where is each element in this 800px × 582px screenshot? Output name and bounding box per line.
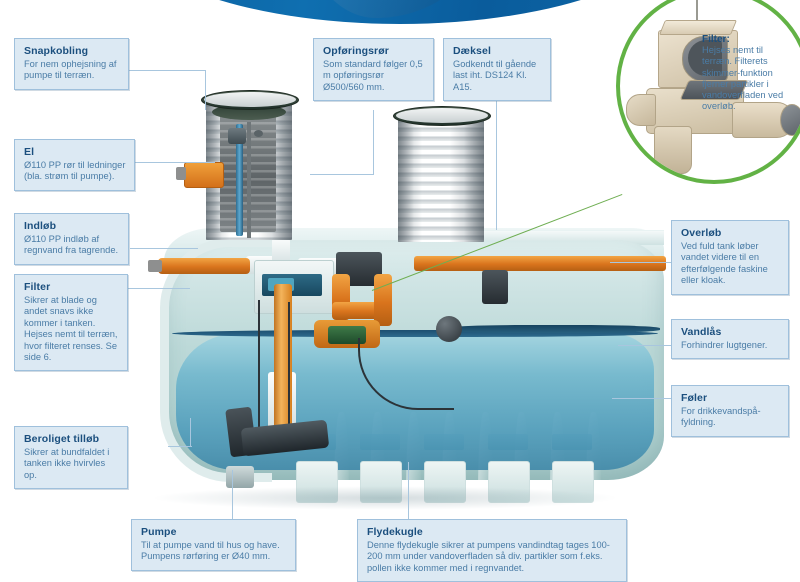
manhole-cover-right bbox=[393, 106, 491, 126]
leader-opforingsror-h bbox=[310, 174, 374, 175]
pump-cable bbox=[288, 302, 290, 432]
tank-foot bbox=[424, 461, 466, 503]
callout-body: Forhindrer lugtgener. bbox=[681, 340, 768, 350]
callout-indlob[interactable]: Indløb Ø110 PP indløb af regnvand fra ta… bbox=[14, 213, 129, 265]
riser-shadow-right bbox=[272, 98, 292, 240]
leader-overlob bbox=[610, 262, 672, 263]
inlet-pipe bbox=[158, 258, 250, 274]
leader-vandlas bbox=[618, 345, 672, 346]
callout-body: Ved fuld tank løber vandet videre til en… bbox=[681, 241, 768, 286]
callout-body: Ø110 PP rør til ledninger (bla. strøm ti… bbox=[24, 160, 126, 182]
leader-snapkobling bbox=[128, 70, 206, 71]
filter-inset-body: Hejses nemt til terræn. Filterets skimme… bbox=[702, 45, 784, 112]
riser-corrugation bbox=[398, 114, 484, 242]
callout-beroliget-tillob[interactable]: Beroliget tilløb Sikrer at bundfaldet i … bbox=[14, 426, 128, 490]
riser-shaft-left bbox=[176, 98, 292, 240]
filter-inset-title: Filter: bbox=[702, 34, 730, 45]
tank-foot bbox=[552, 461, 594, 503]
callout-title: Pumpe bbox=[141, 526, 177, 538]
leader-beroliget bbox=[168, 446, 192, 447]
callout-title: Filter bbox=[24, 281, 51, 293]
callout-pumpe[interactable]: Pumpe Til at pumpe vand til hus og have.… bbox=[131, 519, 296, 571]
tank-foot bbox=[360, 461, 402, 503]
white-pipe-segment bbox=[272, 238, 290, 266]
callout-snapkobling[interactable]: Snapkobling For nem ophejsning af pumpe … bbox=[14, 38, 129, 90]
manhole-cover-rim bbox=[204, 92, 296, 107]
leader-el bbox=[133, 162, 215, 163]
float-ball bbox=[436, 316, 462, 342]
leader-beroliget-v bbox=[190, 418, 191, 446]
callout-title: Beroliget tilløb bbox=[24, 433, 100, 445]
inlet-pipe-cap bbox=[148, 260, 162, 272]
callout-overlob[interactable]: Overløb Ved fuld tank løber vandet vider… bbox=[671, 220, 789, 295]
callout-title: Opføringsrør bbox=[323, 45, 389, 57]
callout-flydekugle[interactable]: Flydekugle Denne flydekugle sikrer at pu… bbox=[357, 519, 627, 582]
rainwater-tank-illustration bbox=[146, 88, 676, 503]
callout-daeksel[interactable]: Dæksel Godkendt til gående last iht. DS1… bbox=[443, 38, 551, 102]
leader-snapkobling-v bbox=[205, 70, 206, 110]
filter-detail-inset bbox=[616, 0, 800, 184]
pump-cable bbox=[258, 300, 260, 434]
electrical-conduit-port bbox=[184, 162, 224, 188]
callout-title: Dæksel bbox=[453, 45, 491, 57]
callout-title: El bbox=[24, 146, 35, 158]
manhole-cover-left bbox=[201, 90, 299, 110]
callout-foler[interactable]: Føler For drikkevandspå-fyldning. bbox=[671, 385, 789, 437]
callout-title: Vandlås bbox=[681, 326, 722, 338]
callout-body: For drikkevandspå-fyldning. bbox=[681, 406, 761, 428]
callout-title: Føler bbox=[681, 392, 708, 404]
callout-body: Ø110 PP indløb af regnvand fra tagrende. bbox=[24, 234, 119, 256]
filter-drop-outlet bbox=[654, 126, 692, 174]
snap-coupling bbox=[228, 128, 246, 144]
callout-title: Indløb bbox=[24, 220, 57, 232]
pump-riser-pipe bbox=[274, 284, 292, 436]
filter-cartridge-lid bbox=[658, 20, 738, 35]
tank-foot bbox=[488, 461, 530, 503]
water-surface-line bbox=[172, 330, 658, 337]
filter-mesh-inner bbox=[688, 40, 722, 76]
callout-body: For nem ophejsning af pumpe til terræn. bbox=[24, 59, 117, 81]
riser-shadow-left bbox=[398, 114, 414, 242]
callout-body: Denne flydekugle sikrer at pumpens vandi… bbox=[367, 540, 610, 573]
overflow-fitting bbox=[482, 270, 508, 304]
water-surface-line-rear bbox=[446, 325, 660, 333]
leader-flydekugle bbox=[408, 462, 409, 520]
callout-vandlas[interactable]: Vandlås Forhindrer lugtgener. bbox=[671, 319, 789, 360]
callout-body: Til at pumpe vand til hus og have. Pumpe… bbox=[141, 540, 280, 562]
filter-lift-rod bbox=[696, 0, 698, 26]
leader-opforingsror bbox=[373, 110, 374, 174]
tank-cutaway-rim bbox=[160, 238, 272, 482]
tank-foot bbox=[296, 461, 338, 503]
pump-base bbox=[226, 466, 254, 488]
callout-filter[interactable]: Filter Sikrer at blade og andet snavs ik… bbox=[14, 274, 128, 372]
callout-title: Flydekugle bbox=[367, 526, 423, 538]
interior-grey-rod bbox=[247, 122, 251, 238]
leader-pumpe bbox=[232, 470, 233, 520]
leader-daeksel bbox=[496, 98, 497, 230]
manhole-cover-rim bbox=[396, 108, 488, 123]
leader-filter bbox=[128, 288, 190, 289]
callout-opforingsror[interactable]: Opføringsrør Som standard følger 0,5 m o… bbox=[313, 38, 434, 102]
callout-title: Snapkobling bbox=[24, 45, 89, 57]
filter-inlet-spout bbox=[626, 94, 656, 126]
riser-knob bbox=[254, 130, 263, 137]
callout-body: Godkendt til gående last iht. DS124 Kl. … bbox=[453, 59, 537, 92]
filter-inset-text: Filter: Hejses nemt til terræn. Filteret… bbox=[702, 34, 786, 112]
overflow-pipe bbox=[414, 256, 666, 271]
callout-el[interactable]: El Ø110 PP rør til ledninger (bla. strøm… bbox=[14, 139, 135, 191]
leader-foler bbox=[612, 398, 672, 399]
callout-title: Overløb bbox=[681, 227, 722, 239]
electrical-conduit-cap bbox=[176, 167, 186, 180]
filter-outlet-cap bbox=[780, 104, 800, 136]
callout-body: Sikrer at bundfaldet i tanken ikke hvirv… bbox=[24, 447, 110, 480]
pipe-trap-riser bbox=[374, 274, 392, 326]
interior-blue-pipe bbox=[236, 124, 243, 236]
callout-body: Sikrer at blade og andet snavs ikke komm… bbox=[24, 295, 118, 363]
ground-shadow bbox=[150, 486, 620, 510]
riser-shaft-right bbox=[398, 114, 484, 242]
riser-shadow-right bbox=[464, 114, 484, 242]
water-trap-inner bbox=[328, 326, 366, 344]
callout-body: Som standard følger 0,5 m opføringsrør Ø… bbox=[323, 59, 423, 92]
leader-indlob bbox=[130, 248, 198, 249]
